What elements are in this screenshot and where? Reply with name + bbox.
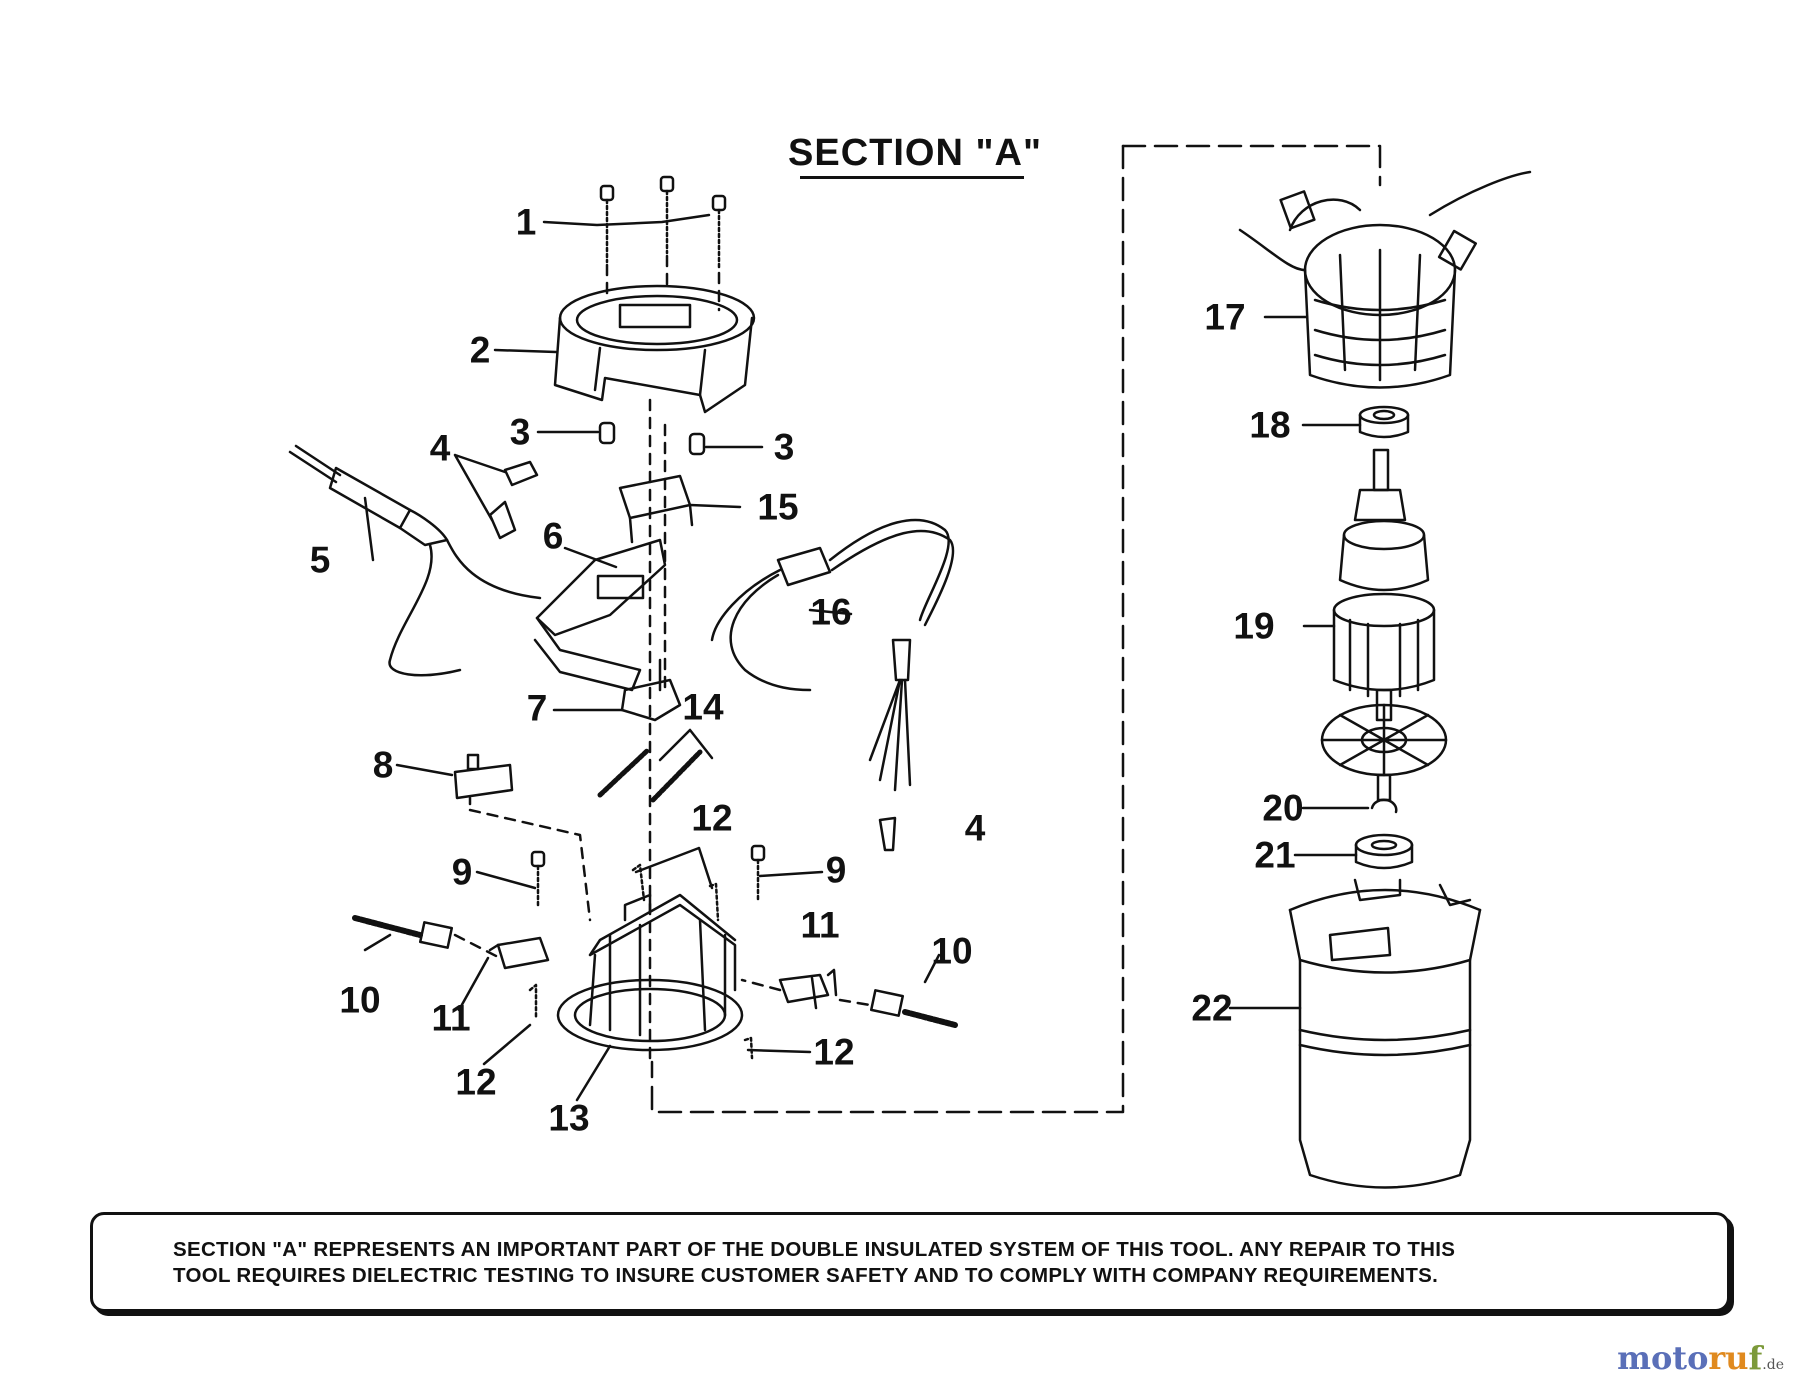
callout-19: 19 <box>1233 605 1275 647</box>
part-field-assembly-17 <box>1238 170 1532 389</box>
callout-11: 11 <box>431 997 471 1039</box>
watermark-part-3: f <box>1748 1339 1763 1377</box>
callout-3: 3 <box>509 411 531 453</box>
part-switch-8 <box>453 753 592 922</box>
callout-13: 13 <box>548 1097 590 1139</box>
part-bearing-21 <box>1354 833 1414 870</box>
watermark-part-2: ru <box>1708 1339 1749 1377</box>
callout-4: 4 <box>429 427 451 469</box>
callout-10: 10 <box>931 930 973 972</box>
leader-lines <box>363 213 1370 1102</box>
callout-3: 3 <box>773 426 795 468</box>
part-bearing-18 <box>1358 405 1410 439</box>
part-brush-holders-11 <box>453 933 872 1007</box>
part-wire-harness-16 <box>710 518 955 792</box>
alignment-lines <box>648 398 667 1062</box>
callout-4: 4 <box>964 807 986 849</box>
safety-note-box: SECTION "A" REPRESENTS AN IMPORTANT PART… <box>90 1212 1730 1312</box>
part-motor-housing-22 <box>1288 878 1482 1189</box>
part-plate-7 <box>620 658 682 722</box>
callout-7: 7 <box>526 687 548 729</box>
watermark-suffix: .de <box>1762 1357 1784 1373</box>
safety-note-line-1: SECTION "A" REPRESENTS AN IMPORTANT PART… <box>173 1238 1456 1261</box>
part-armature-19 <box>1320 448 1448 802</box>
callout-17: 17 <box>1204 296 1246 338</box>
safety-note-line-2: TOOL REQUIRES DIELECTRIC TESTING TO INSU… <box>173 1264 1439 1287</box>
part-trigger-6 <box>533 538 667 692</box>
callout-6: 6 <box>542 515 564 557</box>
callout-12: 12 <box>813 1031 855 1073</box>
part-bracket-15 <box>618 474 694 544</box>
callout-5: 5 <box>309 539 331 581</box>
watermark-part-1: moto <box>1617 1339 1709 1377</box>
part-bushings-3 <box>598 421 706 456</box>
callout-15: 15 <box>757 486 799 528</box>
callout-8: 8 <box>372 744 394 786</box>
callout-2: 2 <box>469 329 491 371</box>
section-title: SECTION "A" <box>788 132 1042 174</box>
part-screws-9 <box>530 844 766 907</box>
callout-20: 20 <box>1262 787 1304 829</box>
callout-12: 12 <box>455 1061 497 1103</box>
callout-14: 14 <box>682 686 724 728</box>
title-underline <box>800 176 1024 179</box>
callout-10: 10 <box>339 979 381 1021</box>
callout-22: 22 <box>1191 987 1233 1029</box>
callout-16: 16 <box>810 591 852 633</box>
part-brushes-10 <box>352 915 958 1028</box>
part-springs-14 <box>597 747 703 803</box>
callout-12: 12 <box>691 797 733 839</box>
callout-1: 1 <box>515 201 537 243</box>
callout-21: 21 <box>1254 834 1296 876</box>
watermark-logo: motoruf.de <box>1617 1339 1784 1377</box>
callout-11: 11 <box>800 904 840 946</box>
part-retaining-ring-20 <box>1370 798 1398 814</box>
part-brush-housing-13 <box>556 893 744 1052</box>
part-power-cord-5 <box>288 444 542 677</box>
part-wire-nuts-4 <box>488 460 897 852</box>
part-top-cap-2 <box>553 284 756 414</box>
callout-9: 9 <box>451 851 473 893</box>
callout-18: 18 <box>1249 404 1291 446</box>
section-boundary <box>650 144 1382 1114</box>
safety-note-text: SECTION "A" REPRESENTS AN IMPORTANT PART… <box>173 1237 1455 1289</box>
callout-9: 9 <box>825 849 847 891</box>
